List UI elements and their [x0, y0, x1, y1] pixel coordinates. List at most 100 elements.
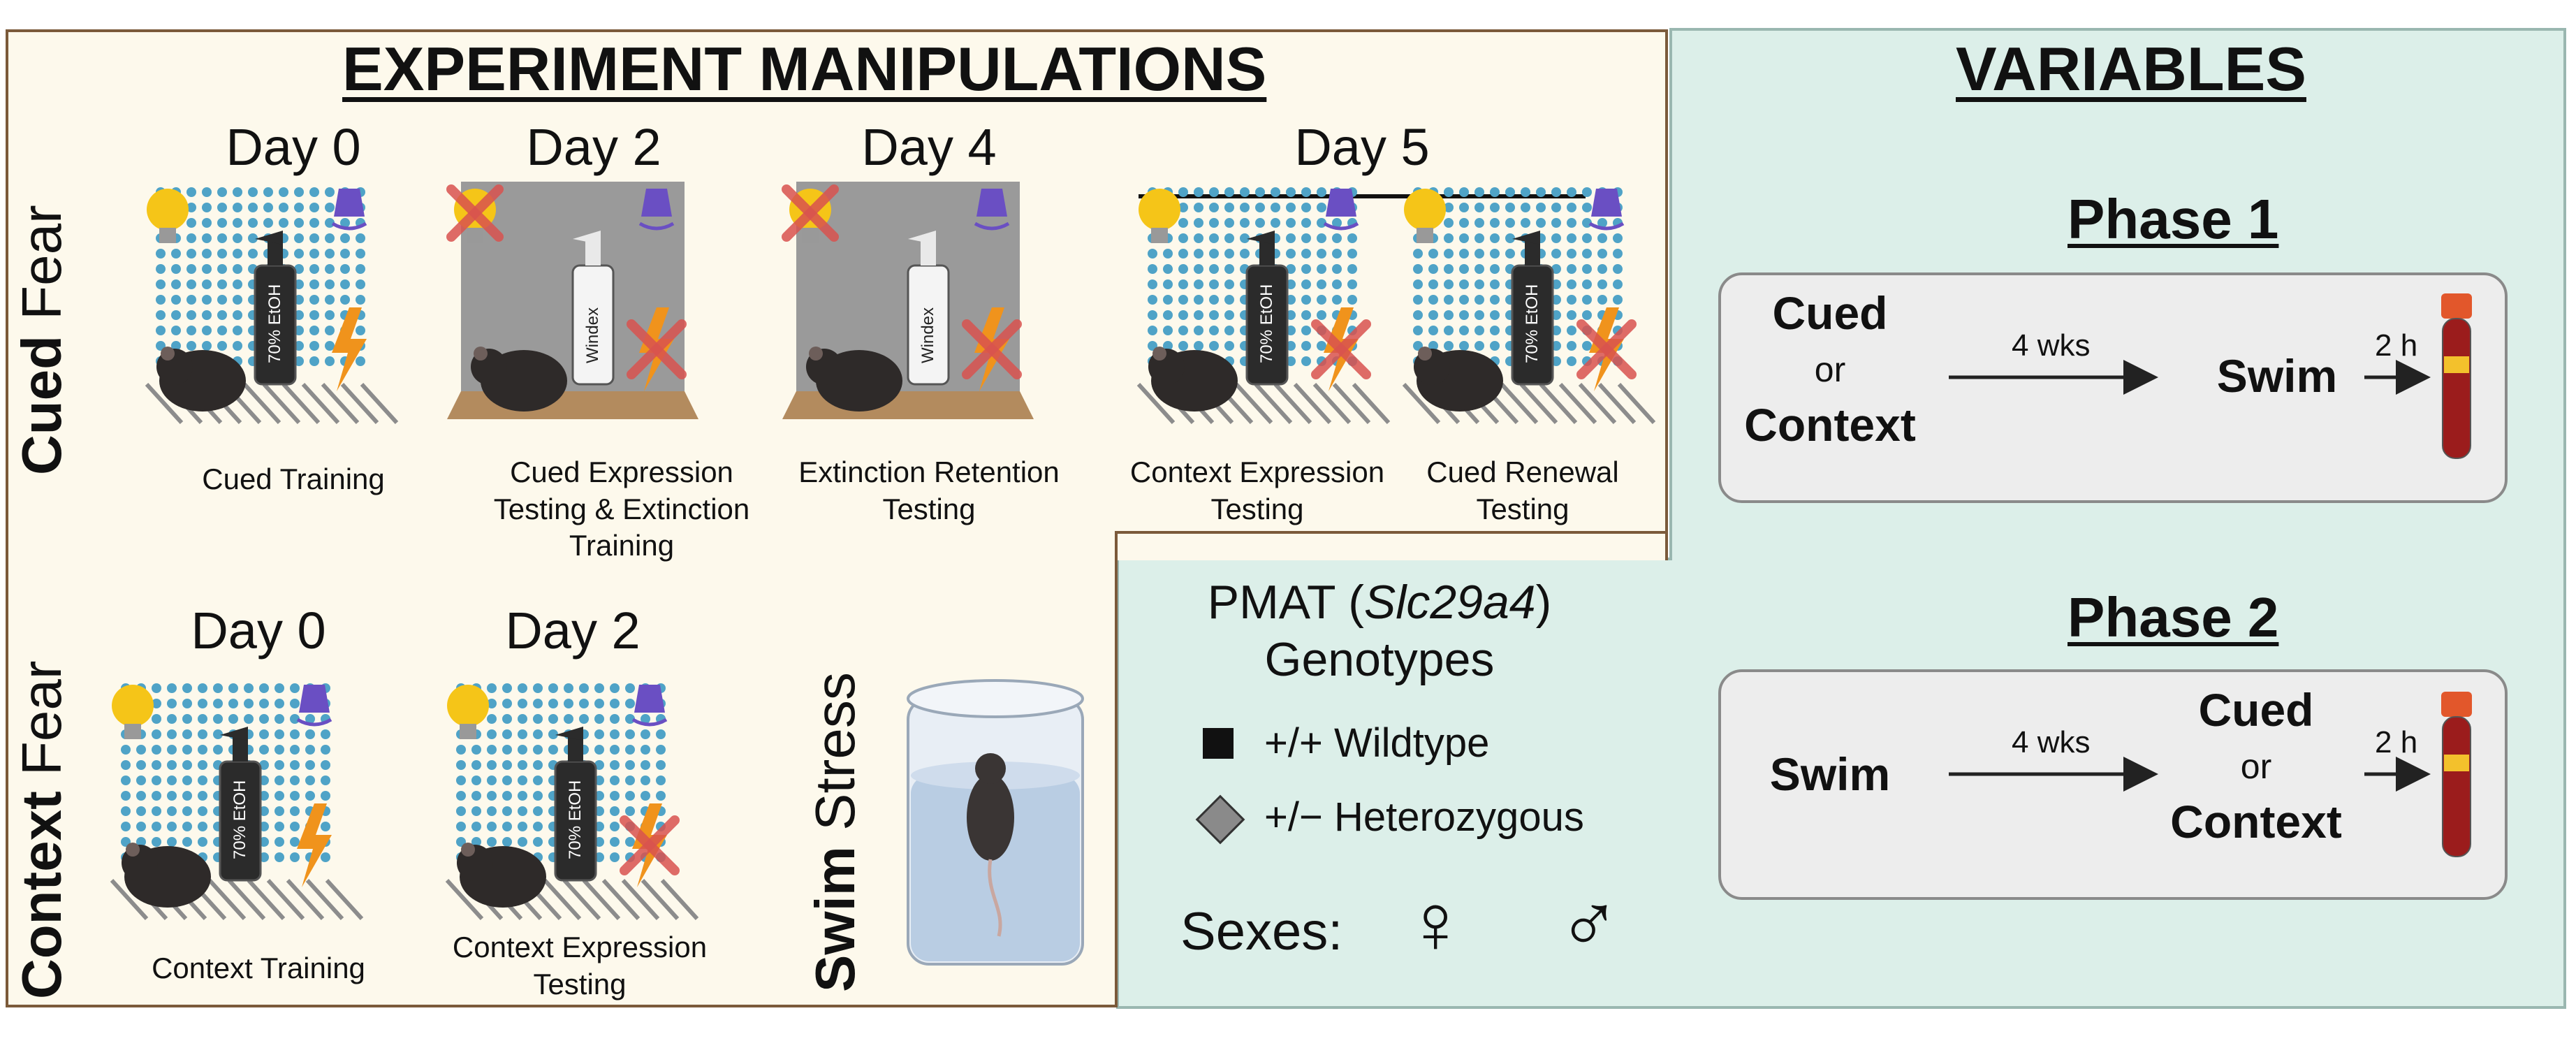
grid-bar	[1234, 382, 1273, 425]
svg-text:70% EtOH: 70% EtOH	[1257, 284, 1276, 363]
grid-bar	[1136, 382, 1176, 425]
grid-bar	[1312, 382, 1352, 425]
grid-bar	[281, 382, 321, 425]
grid-bar	[301, 382, 340, 425]
spray-bottle-icon: Windex	[907, 231, 950, 386]
cued-day2-label: Day 2	[526, 118, 661, 176]
blood-tube-icon	[2441, 293, 2472, 459]
speaker-icon	[1588, 189, 1625, 231]
phase2-arrow1-label: 4 wks	[2012, 725, 2091, 759]
phase1-cued: Cued	[1772, 287, 1888, 339]
phase1-or: or	[1814, 350, 1846, 389]
blood-tube-icon	[2441, 692, 2472, 857]
svg-text:Windex: Windex	[583, 307, 602, 363]
wildtype-square-icon	[1203, 728, 1234, 759]
caption-context-expression-testing: Context Expression Testing	[452, 931, 708, 1000]
spray-bottle-icon: 70% EtOH	[554, 727, 597, 882]
grid-bar	[660, 878, 699, 921]
speaker-icon	[1323, 189, 1359, 231]
light-bulb-icon	[147, 189, 189, 243]
grid-bar	[1273, 382, 1312, 425]
grid-bar	[445, 878, 484, 921]
mouse-icon	[457, 843, 546, 908]
panel-divider-right	[1665, 29, 1668, 534]
grid-bar	[1578, 382, 1617, 425]
grid-bar	[207, 878, 247, 921]
grid-bar	[286, 878, 325, 921]
phase2-context: Context	[2170, 796, 2342, 847]
grid-bar	[1332, 382, 1371, 425]
cued-day4-label: Day 4	[861, 118, 997, 176]
grid-bar	[321, 382, 360, 425]
mouse-icon	[1148, 347, 1238, 412]
svg-text:70% EtOH: 70% EtOH	[265, 284, 284, 363]
phase1-swim: Swim	[2216, 350, 2338, 402]
context-day2-label: Day 2	[505, 602, 641, 660]
panel-divider	[1115, 531, 1668, 534]
phase2-title: Phase 2	[2068, 586, 2279, 648]
swim-beaker-icon	[907, 679, 1084, 966]
speaker-icon	[331, 189, 367, 231]
grid-bar	[1402, 382, 1441, 425]
phase2-cued: Cued	[2198, 684, 2314, 736]
mouse-icon	[967, 753, 1014, 937]
grid-bar	[641, 878, 680, 921]
grid-bar	[110, 878, 149, 921]
wildtype-label: +/+ Wildtype	[1264, 720, 1490, 766]
day5-bracket-line	[1139, 194, 1586, 198]
cued-day5-label: Day 5	[1294, 118, 1430, 176]
speaker-icon	[974, 189, 1010, 231]
scene: 70% EtOH	[1402, 187, 1656, 425]
svg-text:Windex: Windex	[919, 307, 937, 363]
caption-cued-expression: Cued Expression Testing & Extinction Tra…	[493, 456, 750, 562]
mouse-icon	[1414, 347, 1503, 412]
grid-bar	[247, 878, 286, 921]
grid-bar	[1558, 382, 1597, 425]
shock-bolt-icon	[297, 803, 332, 887]
grid-bar	[1254, 382, 1293, 425]
grid-bar	[1293, 382, 1332, 425]
caption-context-training: Context Training	[152, 952, 365, 984]
grid-bar	[305, 878, 344, 921]
spray-bottle-icon: 70% EtOH	[1511, 231, 1554, 386]
grid-bar	[242, 382, 281, 425]
caption-extinction-retention: Extinction Retention Testing	[798, 456, 1060, 525]
phase1-arrow2-label: 2 h	[2375, 328, 2418, 363]
phase1-box	[1718, 272, 2508, 503]
mouse-icon	[122, 843, 211, 908]
context-day0-label: Day 0	[191, 602, 326, 660]
scene: Windex	[782, 182, 1034, 419]
scene: 70% EtOH	[445, 683, 699, 921]
grid-bar	[1617, 382, 1656, 425]
light-bulb-icon	[112, 685, 154, 739]
spray-bottle-icon: 70% EtOH	[219, 727, 262, 882]
grid-bar	[325, 878, 364, 921]
caption-context-expression: Context Expression Testing	[1129, 456, 1385, 525]
scene: 70% EtOH	[145, 187, 399, 425]
spray-bottle-icon: 70% EtOH	[1245, 231, 1289, 386]
phase2-box	[1718, 669, 2508, 900]
grid-bar	[227, 878, 266, 921]
grid-bar	[1500, 382, 1539, 425]
spray-bottle-icon: 70% EtOH	[254, 231, 297, 386]
phase1-title: Phase 1	[2068, 188, 2279, 250]
mouse-icon	[156, 347, 246, 412]
phase1-arrow1-label: 4 wks	[2012, 328, 2091, 363]
grid-bar	[621, 878, 660, 921]
genotype-title: PMAT (Slc29a4) Genotypes	[1207, 576, 1552, 686]
phase2-arrow2-label: 2 h	[2375, 725, 2418, 759]
shock-bolt-icon	[332, 307, 367, 391]
grid-bar	[360, 382, 399, 425]
grid-bar	[1519, 382, 1558, 425]
panel-divider-vertical	[1115, 531, 1118, 1007]
grid-bar	[266, 878, 305, 921]
speaker-icon	[631, 685, 668, 727]
phase2-swim: Swim	[1769, 748, 1891, 800]
spray-bottle-icon: Windex	[571, 231, 615, 386]
svg-text:70% EtOH: 70% EtOH	[230, 780, 249, 859]
grid-bar	[1597, 382, 1637, 425]
grid-bar	[601, 878, 641, 921]
svg-text:70% EtOH: 70% EtOH	[566, 780, 585, 859]
